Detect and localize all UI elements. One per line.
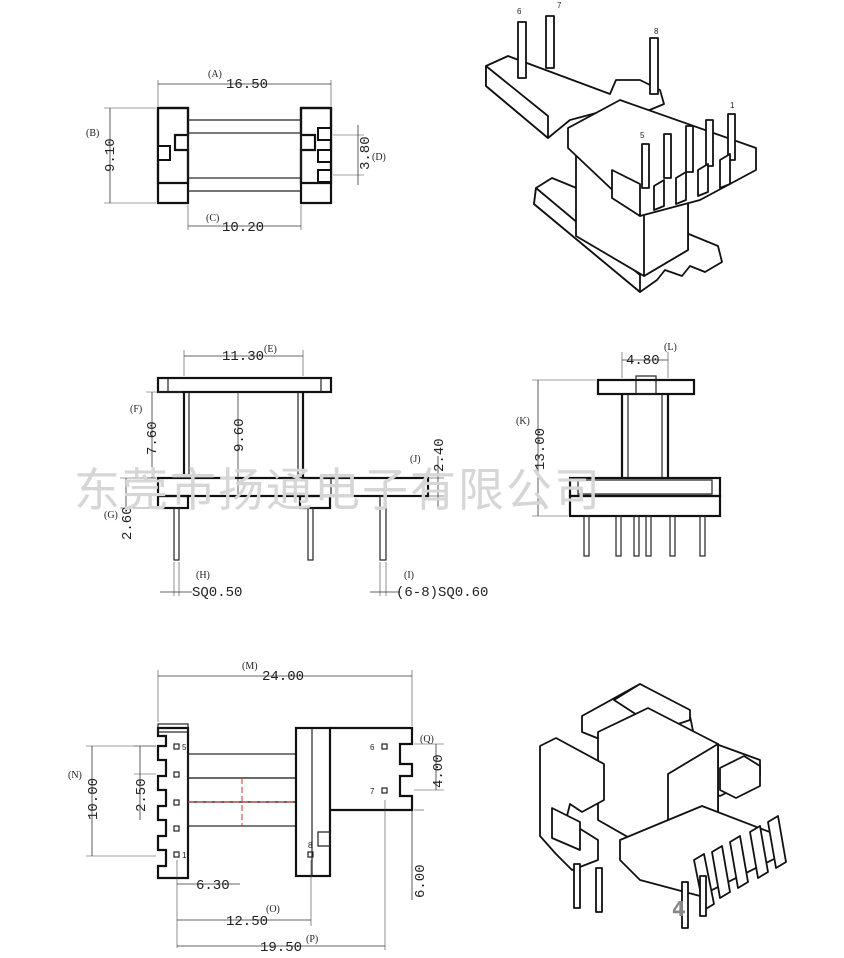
dim-e-value: 11.30 xyxy=(222,349,264,365)
side-view: (K) 13.00 4.80 (L) xyxy=(516,342,722,557)
dim-m-tag: (M) xyxy=(242,661,258,672)
dim-o-tag: (O) xyxy=(266,904,280,915)
bottom-pin-7-label: 7 xyxy=(370,787,375,796)
dim-m-value: 24.00 xyxy=(262,669,304,685)
iso-pin-5-label: 5 xyxy=(640,131,645,140)
dim-g-value: 2.60 xyxy=(120,506,136,540)
dim-e-tag: (E) xyxy=(264,344,277,355)
dim-q-tag: (Q) xyxy=(420,734,434,745)
dim-k-value: 13.00 xyxy=(533,428,549,470)
bottom-pin-5-label: 5 xyxy=(182,743,187,752)
watermark: 东莞市扬通电子有限公司 xyxy=(74,463,602,517)
dim-a-tag: (A) xyxy=(208,69,222,80)
dim-f-tag: (F) xyxy=(130,404,142,415)
dim-b-tag: (B) xyxy=(86,128,99,139)
dim-o2-value: 6.30 xyxy=(196,878,230,894)
dim-n-value: 10.00 xyxy=(86,778,102,820)
dim-n2-value: 2.50 xyxy=(134,778,150,812)
top-view: (A) 16.50 (B) 9.10 (C) 10.20 3.80 (D) xyxy=(86,69,386,236)
page-number: 4 xyxy=(672,897,686,921)
dim-q2-value: 6.00 xyxy=(413,864,429,898)
dim-d-tag: (D) xyxy=(372,152,386,163)
dim-b-value: 9.10 xyxy=(103,138,119,172)
dim-h-value: SQ0.50 xyxy=(192,585,242,601)
front-view: 11.30 (E) (F) 7.60 9.60 (G) 2.60 2.40 (J… xyxy=(104,344,488,601)
dim-p-tag: (P) xyxy=(306,934,318,945)
dim-l-tag: (L) xyxy=(664,342,677,353)
isometric-view-bottom: 4 xyxy=(539,683,787,929)
dim-o-value: 12.50 xyxy=(226,914,268,930)
dim-n-tag: (N) xyxy=(68,770,82,781)
iso-pin-1-label: 1 xyxy=(730,101,735,110)
iso-pin-7-label: 7 xyxy=(557,1,562,10)
bottom-view: 5 1 6 7 8 (M) 24.00 (N) 10.00 2.50 (Q) 4… xyxy=(68,661,447,956)
dim-q-value: 4.00 xyxy=(431,754,447,788)
dim-c-value: 10.20 xyxy=(222,220,264,236)
dim-f2-value: 9.60 xyxy=(232,418,248,452)
dim-j-value: 2.40 xyxy=(432,438,448,472)
dim-h-tag: (H) xyxy=(196,570,210,581)
dim-a-value: 16.50 xyxy=(226,77,268,93)
dim-i-tag: (I) xyxy=(404,570,414,581)
dim-p-value: 19.50 xyxy=(260,940,302,956)
iso-pin-6-label: 6 xyxy=(517,7,522,16)
iso-pin-8-label: 8 xyxy=(654,27,659,36)
dim-c-tag: (C) xyxy=(206,213,219,224)
bottom-pin-1-label: 1 xyxy=(182,851,187,860)
bottom-pin-8-label: 8 xyxy=(308,841,313,850)
dim-i-value: (6-8)SQ0.60 xyxy=(396,585,488,601)
bottom-pin-6-label: 6 xyxy=(370,743,375,752)
isometric-view-top: 6 7 8 1 5 xyxy=(485,1,757,293)
dim-g-tag: (G) xyxy=(104,510,118,521)
dim-l-value: 4.80 xyxy=(626,353,660,369)
dim-d-value: 3.80 xyxy=(358,136,374,170)
dim-f-value: 7.60 xyxy=(145,421,161,455)
dim-k-tag: (K) xyxy=(516,416,530,427)
dim-j-tag: (J) xyxy=(410,454,421,465)
